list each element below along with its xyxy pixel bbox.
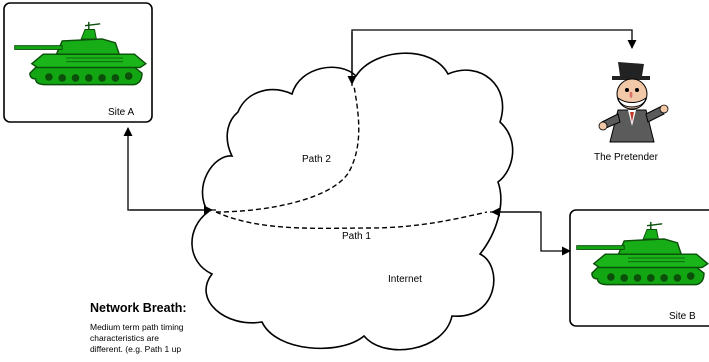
site-b-label: Site B [669, 311, 696, 322]
path-1-label: Path 1 [342, 231, 371, 242]
arrow-site-b [490, 211, 571, 256]
internet-cloud: Internet [191, 52, 514, 351]
caption-line: Medium term path timing [90, 322, 184, 332]
connection-arrows [123, 29, 637, 256]
pretender-figure-icon [598, 62, 669, 143]
path-2-line [215, 85, 360, 213]
internet-label: Internet [388, 274, 422, 285]
pretender: The Pretender [594, 62, 669, 163]
caption: Network Breath: Medium term path timing … [90, 301, 187, 354]
site-a: Site A [3, 2, 153, 123]
site-a-label: Site A [108, 107, 134, 118]
caption-title: Network Breath: [90, 301, 187, 315]
path-2-label: Path 2 [302, 154, 331, 165]
pretender-label: The Pretender [594, 152, 659, 163]
cloud-outline [191, 52, 514, 351]
caption-line: characteristics are [90, 333, 159, 343]
path-1-line [215, 211, 488, 230]
site-b: Site B [569, 209, 709, 327]
caption-line: different. (e.g. Path 1 up [90, 344, 181, 354]
